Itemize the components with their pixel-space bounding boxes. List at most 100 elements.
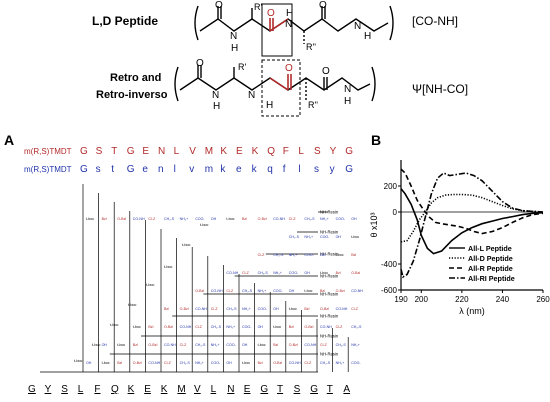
atom-h: H <box>213 101 221 112</box>
atom-o: O <box>267 8 275 19</box>
synthesis-ladder: NH-ResinNH-ResinNH-ResinNH-ResinNH-Resin… <box>40 184 363 373</box>
atom-o: O <box>322 66 330 77</box>
atom-n: N <box>212 90 220 101</box>
x-tick-label: 240 <box>496 295 510 304</box>
seq-bottom-residue: G <box>28 384 36 395</box>
resin-label: NH-Resin <box>320 292 339 297</box>
group-label: COO- <box>258 307 268 311</box>
group-label: NH₂+ <box>195 361 204 365</box>
group-label: COO- <box>289 271 299 275</box>
group-label: NH₂+ <box>320 217 329 221</box>
group-label: CH₂-S <box>180 361 191 365</box>
ld-peptide-tag: [CO-NH] <box>412 14 458 28</box>
seq-bottom-residue: T <box>326 384 333 395</box>
seq-mid-residue: y <box>329 164 335 175</box>
group-label: NH₂+ <box>351 343 360 347</box>
group-label: CO-NH <box>320 325 332 329</box>
seq-top-prefix: m(R,S)TMDT <box>24 147 72 156</box>
tboc-label: t-boc <box>74 359 83 363</box>
panel-b-label: B <box>371 132 382 148</box>
tboc-label: t-boc <box>110 323 119 327</box>
group-label: Bzl <box>148 325 153 329</box>
retro-label-line1: Retro and <box>110 72 162 84</box>
group-label: NH₂+ <box>336 361 345 365</box>
seq-top-residue: G <box>126 146 135 157</box>
resin-label: NH-Resin <box>320 274 339 279</box>
seq-top-residue: G <box>80 146 88 157</box>
group-label: CO-NH <box>336 307 348 311</box>
atom-h: H <box>266 100 274 111</box>
x-tick-label: 200 <box>415 295 429 304</box>
resin-label: NH-Resin <box>320 352 339 357</box>
group-label: CO-NH <box>304 343 316 347</box>
group-label: t-boc <box>102 361 110 365</box>
group-label: CO-NH <box>133 217 145 221</box>
tboc-label: t-boc <box>182 243 191 247</box>
group-label: CH₂-S <box>289 235 300 239</box>
group-label: CO-NH <box>351 289 363 293</box>
group-label: COO- <box>320 235 330 239</box>
group-label: NH₂+ <box>242 307 251 311</box>
seq-bottom-residue: E <box>144 384 151 395</box>
seq-top-residue: V <box>189 146 196 157</box>
group-label: COO- <box>242 325 252 329</box>
group-label: CO-NH <box>164 343 176 347</box>
seq-mid-residue: G <box>80 164 88 175</box>
x-axis-label: λ (nm) <box>459 306 485 316</box>
group-label: CH₂-S <box>336 343 347 347</box>
seq-bottom-residue: A <box>343 384 351 395</box>
group-label: t-boc <box>258 343 266 347</box>
seq-top-residue: T <box>111 146 118 157</box>
group-label: O-Bzl <box>273 361 282 365</box>
group-label: Cl-Z <box>148 217 156 221</box>
seq-top-residue: Y <box>329 146 337 157</box>
atom-h: H <box>364 31 372 42</box>
retro-tag: Ψ[NH-CO] <box>412 82 469 96</box>
group-label: NH₂+ <box>289 253 298 257</box>
resin-label: NH-Resin <box>320 252 339 257</box>
group-label: CO-NH <box>195 307 207 311</box>
seq-mid-residue: e <box>236 164 242 175</box>
group-label: t-boc <box>86 217 94 221</box>
seq-bottom-residue: Q <box>111 384 119 395</box>
seq-mid-residue: s <box>314 164 319 175</box>
tboc-label: t-boc <box>164 265 173 269</box>
seq-mid-residue: e <box>142 164 148 175</box>
atom-h: H <box>344 96 352 107</box>
atom-h: H <box>231 43 239 54</box>
group-label: OH <box>258 325 264 329</box>
group-label: OH <box>211 217 217 221</box>
group-label: COO- <box>273 289 283 293</box>
x-tick-label: 260 <box>536 295 550 304</box>
group-label: OH <box>273 307 279 311</box>
seq-bottom-residue: E <box>243 384 251 395</box>
group-label: Bzl <box>351 253 356 257</box>
group-label: Cl-Z <box>195 325 203 329</box>
seq-top-residue: Q <box>267 146 275 157</box>
group-label: Bzl <box>304 307 309 311</box>
x-tick-label: 220 <box>455 295 469 304</box>
top-schematic: L,D Peptide [CO-NH] Retro and Retro-inve… <box>0 0 550 120</box>
y-tick-label: 200 <box>384 182 398 191</box>
group-label: Bzl <box>242 217 247 221</box>
seq-bottom-residue: Y <box>44 384 52 395</box>
group-label: NH₂+ <box>304 235 313 239</box>
seq-bottom-residue: S <box>61 384 68 395</box>
group-label: Cl-Z <box>336 325 344 329</box>
resin-label: NH-Resin <box>320 334 339 339</box>
seq-top-residue: S <box>95 146 103 157</box>
group-label: Bzl <box>289 325 294 329</box>
resin-label: NH-Resin <box>320 314 339 319</box>
group-label: NH₂+ <box>226 325 235 329</box>
y-tick-label: -400 <box>381 260 398 269</box>
group-label: Cl-Z <box>242 271 250 275</box>
group-label: Bzl <box>258 361 263 365</box>
group-label: NH₂+ <box>273 271 282 275</box>
group-label: O-Bzl <box>289 343 298 347</box>
legend-label: All-RI Peptide <box>468 274 515 283</box>
group-label: O-Bzl <box>304 325 313 329</box>
group-label: O-Bzl <box>258 217 267 221</box>
